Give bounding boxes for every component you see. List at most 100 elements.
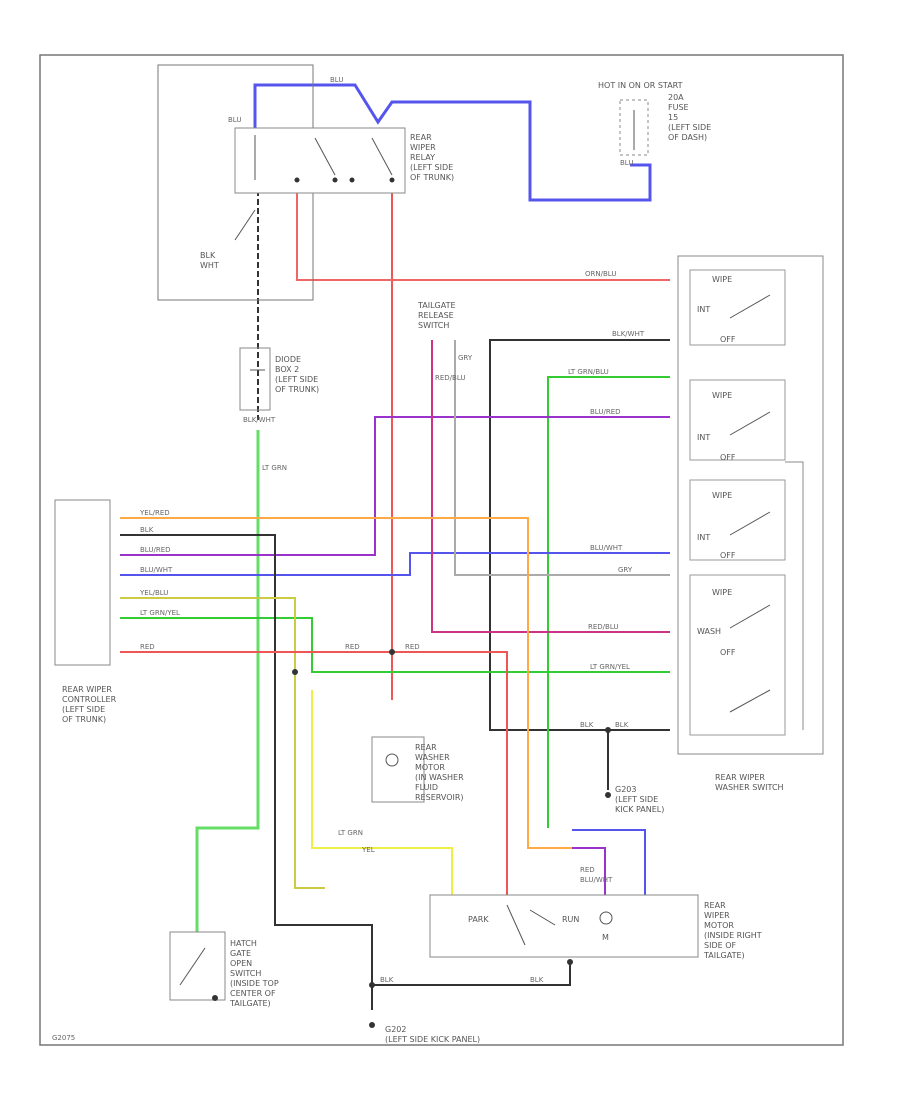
switch-blade-1 — [729, 294, 771, 319]
rear-washer-motor — [371, 736, 425, 803]
washer-motor-label-5: FLUID — [415, 783, 438, 792]
wire-color-labels: BLU BLU BLU ORN/BLU BLK/WHT LT GRN/BLU B… — [139, 76, 645, 984]
splice-ltgrn — [292, 669, 298, 675]
wire-label: BLU/RED — [140, 546, 171, 554]
hatch-label-2: GATE — [230, 949, 251, 958]
wire-label: BLK/WHT — [243, 416, 276, 424]
relay-label-1: REAR — [410, 133, 432, 142]
wire-label: GRY — [618, 566, 633, 574]
wire-ltgrn-blu — [547, 376, 670, 828]
diode-label-2: BOX 2 — [275, 365, 299, 374]
relay-aux-label-1: BLK — [200, 251, 216, 260]
diode-label-1: DIODE — [275, 355, 301, 364]
washer-motor-label-4: (IN WASHER — [415, 773, 464, 782]
relay-label-2: WIPER — [410, 143, 436, 152]
wiper-motor-label-2: WIPER — [704, 911, 730, 920]
wire-label: YEL/RED — [139, 509, 170, 517]
relay-contact-2 — [314, 137, 336, 176]
wire-blu-power — [253, 83, 652, 202]
wiper-motor-label-6: TAILGATE) — [703, 951, 745, 960]
fuse-label-5: OF DASH) — [668, 133, 707, 142]
wire-label: RED — [345, 643, 360, 651]
wire-label: BLK — [580, 721, 594, 729]
wire-label: BLU — [228, 116, 241, 124]
wire-label: BLU/WHT — [140, 566, 173, 574]
rear-wiper-controller — [54, 499, 111, 666]
washer-motor-label-6: RESERVOIR) — [415, 793, 464, 802]
power-label: HOT IN ON OR START — [598, 81, 683, 90]
fuse-box — [619, 99, 649, 156]
wire-label: RED — [405, 643, 420, 651]
wire-label: YEL — [361, 846, 375, 854]
wire-purple-motor — [572, 847, 606, 895]
sw-label: INT — [697, 533, 710, 542]
wire-blk-motor-ground — [372, 960, 571, 986]
relay-label-3: RELAY — [410, 153, 435, 162]
switch-position-labels: WIPE INT OFF WIPE INT OFF WIPE INT OFF W… — [697, 275, 736, 657]
wire-label: BLK — [140, 526, 154, 534]
wire-label: BLU/WHT — [580, 876, 613, 884]
switch-section-3 — [689, 479, 786, 561]
wire-label: LT GRN/BLU — [568, 368, 609, 376]
washer-motor-label-2: WASHER — [415, 753, 450, 762]
sw-label: OFF — [720, 551, 736, 560]
ground-g203 — [605, 792, 611, 798]
park-label: PARK — [468, 915, 489, 924]
wire-label: LT GRN — [338, 829, 363, 837]
hatch-switch-ground-dot — [212, 995, 218, 1001]
relay-label-4: (LEFT SIDE — [410, 163, 453, 172]
wire-red-ctrl — [120, 651, 508, 895]
fuse-label-1: 20A — [668, 93, 684, 102]
hatch-label-3: OPEN — [230, 959, 252, 968]
hatch-label-1: HATCH — [230, 939, 257, 948]
relay-contact-3 — [371, 137, 393, 176]
fuse-label-4: (LEFT SIDE — [668, 123, 711, 132]
wire-label: ORN/BLU — [585, 270, 616, 278]
controller-label-2: CONTROLLER — [62, 695, 117, 704]
relay-terminal-c — [349, 177, 355, 183]
hatch-label-6: CENTER OF — [230, 989, 276, 998]
sw-label: WIPE — [712, 588, 732, 597]
g202-label: G202 — [385, 1025, 406, 1034]
wire-label: BLU — [620, 159, 633, 167]
sw-label: INT — [697, 433, 710, 442]
wire-label: BLU/RED — [590, 408, 621, 416]
sw-label: OFF — [720, 335, 736, 344]
wire-ltgrn-yel — [120, 617, 670, 673]
wire-label: RED/BLU — [435, 374, 466, 382]
wire-blk-ctrl — [120, 534, 373, 1010]
switch-blade-3 — [729, 511, 771, 536]
controller-label-4: OF TRUNK) — [62, 715, 106, 724]
ground-g202 — [369, 1022, 375, 1028]
switch-section-1 — [689, 269, 786, 346]
relay-aux-label-2: WHT — [200, 261, 219, 270]
relay-aux-switch — [234, 209, 256, 241]
motor-m-label: M — [602, 933, 609, 942]
wire-blu-wht — [120, 552, 670, 576]
wire-orn-blu — [296, 190, 670, 281]
switch-section-2 — [689, 379, 786, 461]
splice-blk — [605, 727, 611, 733]
g202-location: (LEFT SIDE KICK PANEL) — [385, 1035, 480, 1044]
relay-terminal-a — [294, 177, 300, 183]
wire-lt-grn-hatch — [195, 430, 260, 940]
sw-label: WASH — [697, 627, 721, 636]
washer-motor-symbol — [385, 753, 399, 767]
rear-wiper-motor — [429, 894, 699, 958]
sw-label: INT — [697, 305, 710, 314]
diode-label-3: (LEFT SIDE — [275, 375, 318, 384]
hatch-label-4: SWITCH — [230, 969, 261, 978]
wire-yel-blu — [120, 597, 325, 889]
sw-label: OFF — [720, 648, 736, 657]
rear-wiper-relay — [234, 127, 406, 194]
wire-label: BLU/WHT — [590, 544, 623, 552]
wiper-motor-label-5: SIDE OF — [704, 941, 736, 950]
motor-park-switch — [506, 904, 526, 946]
controller-label-3: (LEFT SIDE — [62, 705, 105, 714]
diagram-id: G2075 — [52, 1034, 75, 1042]
switch-link — [785, 461, 804, 730]
tailgate-release-label-3: SWITCH — [418, 321, 449, 330]
sw-label: OFF — [720, 453, 736, 462]
switch-blade-4 — [729, 604, 771, 629]
